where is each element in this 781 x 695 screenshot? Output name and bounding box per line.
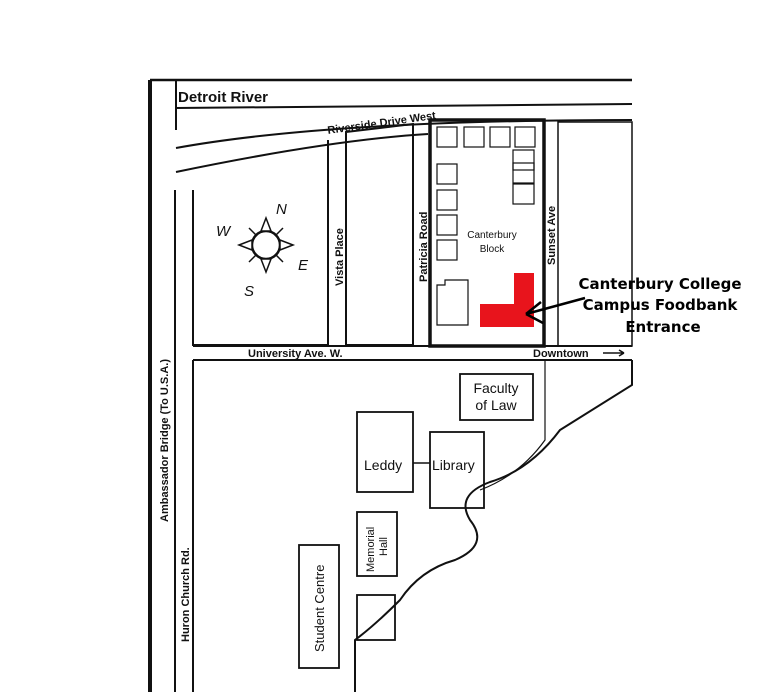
foodbank-entrance-marker (480, 273, 534, 327)
patricia-road-label: Patricia Road (418, 212, 430, 282)
faculty-of-law-label-line1: Faculty (473, 380, 518, 396)
student-centre-building (298, 544, 340, 669)
compass-w-label: W (216, 223, 232, 240)
riverside-drive-lower (175, 133, 429, 173)
faculty-of-law-building (459, 373, 534, 421)
canterbury-buildings (436, 126, 536, 326)
faculty-of-law-label-line2: of Law (475, 397, 517, 413)
vista-place-block (345, 122, 414, 346)
canterbury-block-label-line1: Canterbury (467, 230, 516, 241)
detroit-river-label: Detroit River (178, 89, 268, 106)
student-centre-label: Student Centre (312, 565, 327, 652)
leddy-building (356, 411, 414, 493)
compass-s-label: S (244, 283, 254, 300)
library-building (429, 431, 485, 509)
river-edge (175, 103, 633, 109)
memorial-hall-label-line1: Memorial (365, 527, 377, 572)
vista-place-label: Vista Place (334, 228, 346, 286)
small-building-south (356, 594, 396, 641)
compass-block (192, 140, 329, 346)
riverside-drive-upper (175, 119, 633, 149)
memorial-hall-building (356, 511, 398, 577)
callout-line2: Campus Foodbank (583, 296, 739, 314)
riverside-drive-label: Riverside Drive West (327, 110, 437, 137)
downtown-arrow-icon (603, 349, 625, 357)
callout-line1: Canterbury College (578, 275, 741, 293)
canterbury-block-label-line2: Block (480, 244, 505, 255)
compass-e-label: E (298, 257, 309, 274)
memorial-hall-label-line2: Hall (378, 537, 390, 556)
library-label: Library (432, 457, 475, 473)
university-ave-label: University Ave. W. (248, 348, 343, 360)
sunset-ave-label: Sunset Ave (546, 206, 558, 265)
leddy-label: Leddy (364, 457, 402, 473)
ambassador-bridge-label: Ambassador Bridge (To U.S.A.) (159, 359, 171, 522)
downtown-label: Downtown (533, 348, 589, 360)
huron-church-road-label: Huron Church Rd. (180, 547, 192, 642)
callout-arrow (525, 296, 586, 325)
compass-rose: N E S W (216, 201, 309, 300)
campus-riverbank-edge-inner (479, 360, 546, 491)
callout-line3: Entrance (625, 318, 700, 336)
compass-n-label: N (276, 201, 287, 218)
